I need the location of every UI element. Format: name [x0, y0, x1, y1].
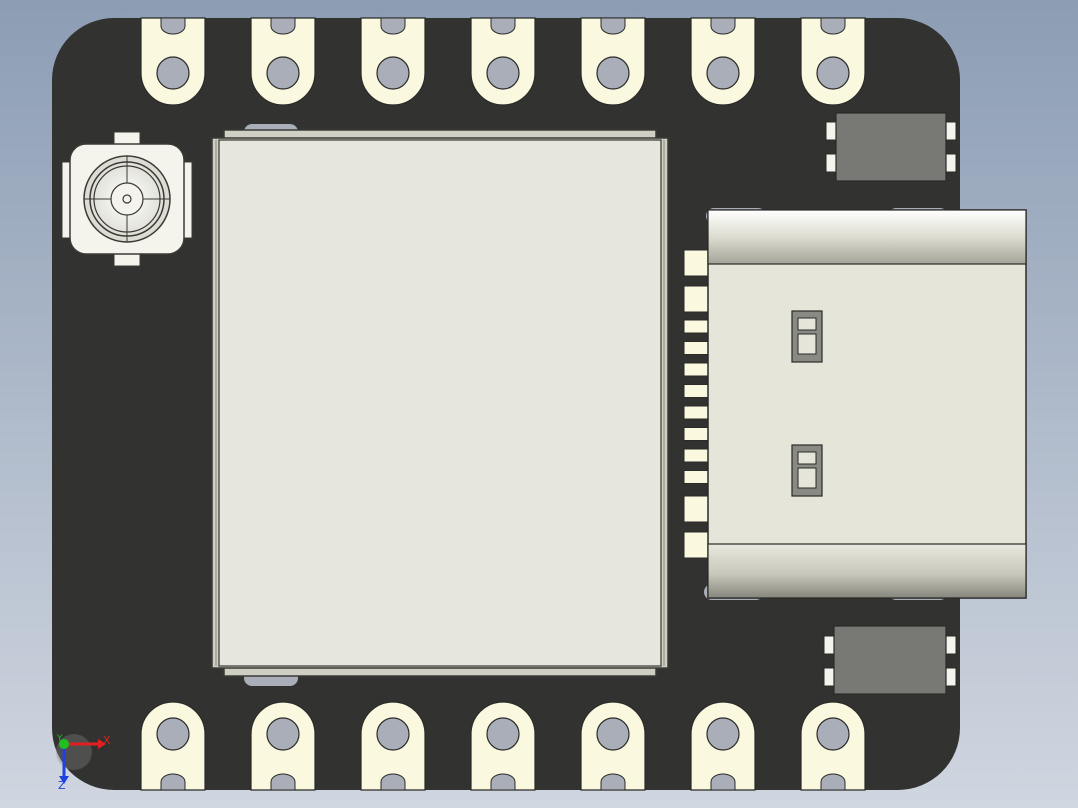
castellated-pads-bottom — [140, 701, 866, 791]
top-button[interactable] — [825, 112, 957, 182]
antenna-connector[interactable] — [61, 131, 193, 267]
pad-top-1 — [140, 17, 206, 106]
usb-pin-10 — [683, 470, 711, 484]
pad-bottom-3 — [360, 701, 426, 791]
rf-shield[interactable] — [211, 129, 669, 677]
usb-pin-3 — [683, 319, 711, 334]
usb-latch-bottom — [791, 444, 823, 497]
castellated-pads-top — [140, 17, 866, 106]
coordinate-triad: X Y Z — [56, 734, 111, 792]
x-axis-label: X — [103, 734, 111, 747]
pad-top-6 — [690, 17, 756, 106]
usb-pin-7 — [683, 405, 711, 420]
pad-bottom-6 — [690, 701, 756, 791]
pad-bottom-2 — [250, 701, 316, 791]
usb-pin-5 — [683, 362, 711, 377]
usb-latch-top — [791, 310, 823, 363]
pad-bottom-1 — [140, 701, 206, 791]
pad-bottom-5 — [580, 701, 646, 791]
pad-top-3 — [360, 17, 426, 106]
pad-top-4 — [470, 17, 536, 106]
y-axis-marker — [59, 739, 69, 749]
usb-pin-6 — [683, 384, 711, 398]
usb-pin-2 — [683, 285, 711, 313]
usb-c-connector[interactable] — [707, 209, 1027, 599]
pad-top-7 — [800, 17, 866, 106]
pad-top-5 — [580, 17, 646, 106]
pad-bottom-4 — [470, 701, 536, 791]
usb-pin-12 — [683, 531, 711, 559]
pad-bottom-7 — [800, 701, 866, 791]
usb-pin-8 — [683, 427, 711, 441]
usb-pin-9 — [683, 448, 711, 463]
bottom-button[interactable] — [823, 625, 957, 695]
usb-pin-4 — [683, 341, 711, 355]
usb-pin-11 — [683, 495, 711, 523]
pad-top-2 — [250, 17, 316, 106]
usb-pin-1 — [683, 249, 711, 277]
y-axis-label: Y — [56, 734, 63, 744]
z-axis-label: Z — [58, 779, 66, 792]
